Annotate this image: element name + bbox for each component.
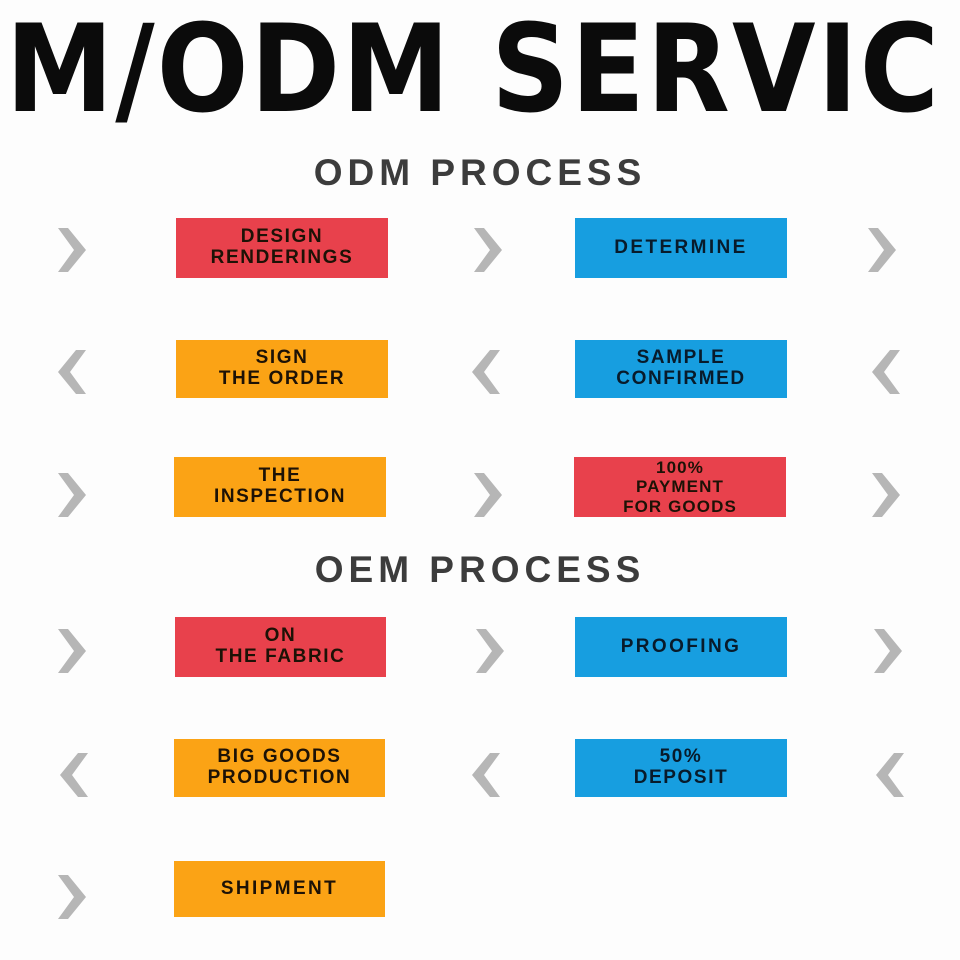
chevron-left-icon bbox=[870, 749, 910, 801]
chevron-right-icon bbox=[868, 625, 908, 677]
process-box-line: DETERMINE bbox=[614, 236, 748, 258]
chevron-right-icon bbox=[468, 224, 508, 276]
process-box-line: DESIGN bbox=[240, 226, 324, 248]
chevron-right-icon bbox=[52, 625, 92, 677]
chevron-right-icon bbox=[866, 469, 906, 521]
process-box-line: THE bbox=[258, 465, 302, 487]
process-box-line: INSPECTION bbox=[213, 486, 347, 507]
chevron-right-icon bbox=[52, 469, 92, 521]
process-box-line: THE ORDER bbox=[218, 368, 346, 389]
process-box-line: DEPOSIT bbox=[633, 767, 729, 788]
chevron-right-icon bbox=[52, 224, 92, 276]
process-box-line: PAYMENT bbox=[635, 477, 724, 497]
chevron-left-icon bbox=[466, 749, 506, 801]
process-box-right[interactable]: DETERMINE bbox=[575, 218, 787, 278]
banner: EM/ODM SERVIC bbox=[0, 6, 960, 136]
process-box-line: PRODUCTION bbox=[207, 767, 352, 788]
process-box-line: RENDERINGS bbox=[210, 247, 354, 268]
chevron-right-icon bbox=[468, 469, 508, 521]
page-title: EM/ODM SERVIC bbox=[0, 6, 941, 136]
process-box-left[interactable]: SHIPMENT bbox=[174, 861, 385, 917]
chevron-left-icon bbox=[52, 346, 92, 398]
chevron-right-icon bbox=[470, 625, 510, 677]
process-box-line: FOR GOODS bbox=[623, 496, 737, 516]
process-box-line: 100% bbox=[656, 458, 704, 478]
process-box-right[interactable]: 50%DEPOSIT bbox=[575, 739, 787, 797]
process-row: SHIPMENT bbox=[0, 861, 960, 931]
process-box-line: 50% bbox=[659, 746, 703, 768]
chevron-left-icon bbox=[466, 346, 506, 398]
process-box-line: SHIPMENT bbox=[220, 877, 339, 899]
process-box-right[interactable]: PROOFING bbox=[575, 617, 787, 677]
process-box-label: DETERMINE bbox=[614, 236, 748, 259]
process-box-label: SHIPMENT bbox=[220, 877, 339, 900]
process-box-line: SAMPLE bbox=[636, 347, 726, 369]
process-box-line: ON bbox=[264, 625, 297, 647]
section-heading-oem: OEM PROCESS bbox=[314, 549, 646, 590]
chevron-right-icon bbox=[52, 871, 92, 923]
chevron-right-icon bbox=[862, 224, 902, 276]
process-box-line: PROOFING bbox=[620, 635, 742, 657]
process-box-label: PROOFING bbox=[620, 635, 742, 658]
section-heading-odm: ODM PROCESS bbox=[313, 152, 647, 193]
process-box-line: CONFIRMED bbox=[616, 368, 746, 389]
chevron-left-icon bbox=[866, 346, 906, 398]
process-box-line: SIGN bbox=[255, 347, 309, 369]
chevron-left-icon bbox=[54, 749, 94, 801]
process-box-line: THE FABRIC bbox=[215, 646, 346, 667]
process-box-label: 50%DEPOSIT bbox=[634, 747, 729, 788]
process-box-line: BIG GOODS bbox=[217, 746, 342, 768]
